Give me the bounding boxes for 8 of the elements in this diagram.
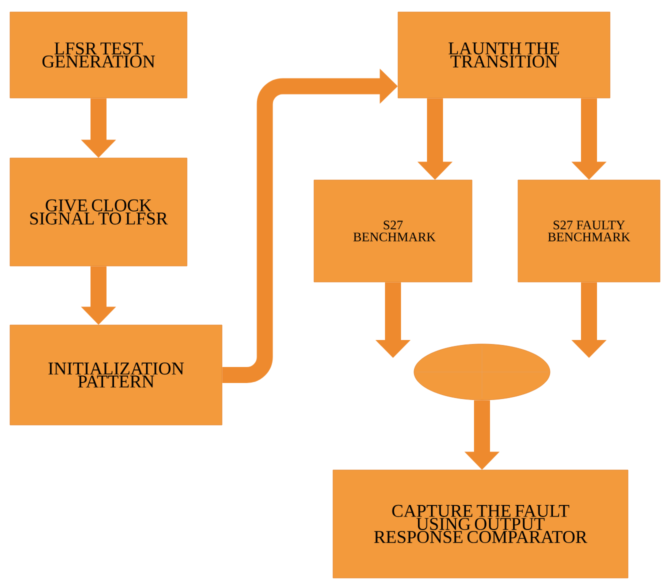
process-box: S27 BENCHMARK (314, 180, 472, 282)
process-box: LAUNTH THE TRANSITION (398, 12, 610, 98)
process-box: CAPTURE THE FAULT USING OUTPUT RESPONSE COMPARATOR (332, 470, 628, 578)
process-box: INITIALIZATION PATTERN (10, 324, 222, 426)
comparator-ellipse (414, 344, 550, 400)
process-box: GIVE CLOCK SIGNAL TO LFSR (10, 158, 188, 266)
process-box: S27 FAULTY BENCHMARK (518, 180, 660, 282)
process-box: LFSR TEST GENERATION (10, 12, 188, 98)
